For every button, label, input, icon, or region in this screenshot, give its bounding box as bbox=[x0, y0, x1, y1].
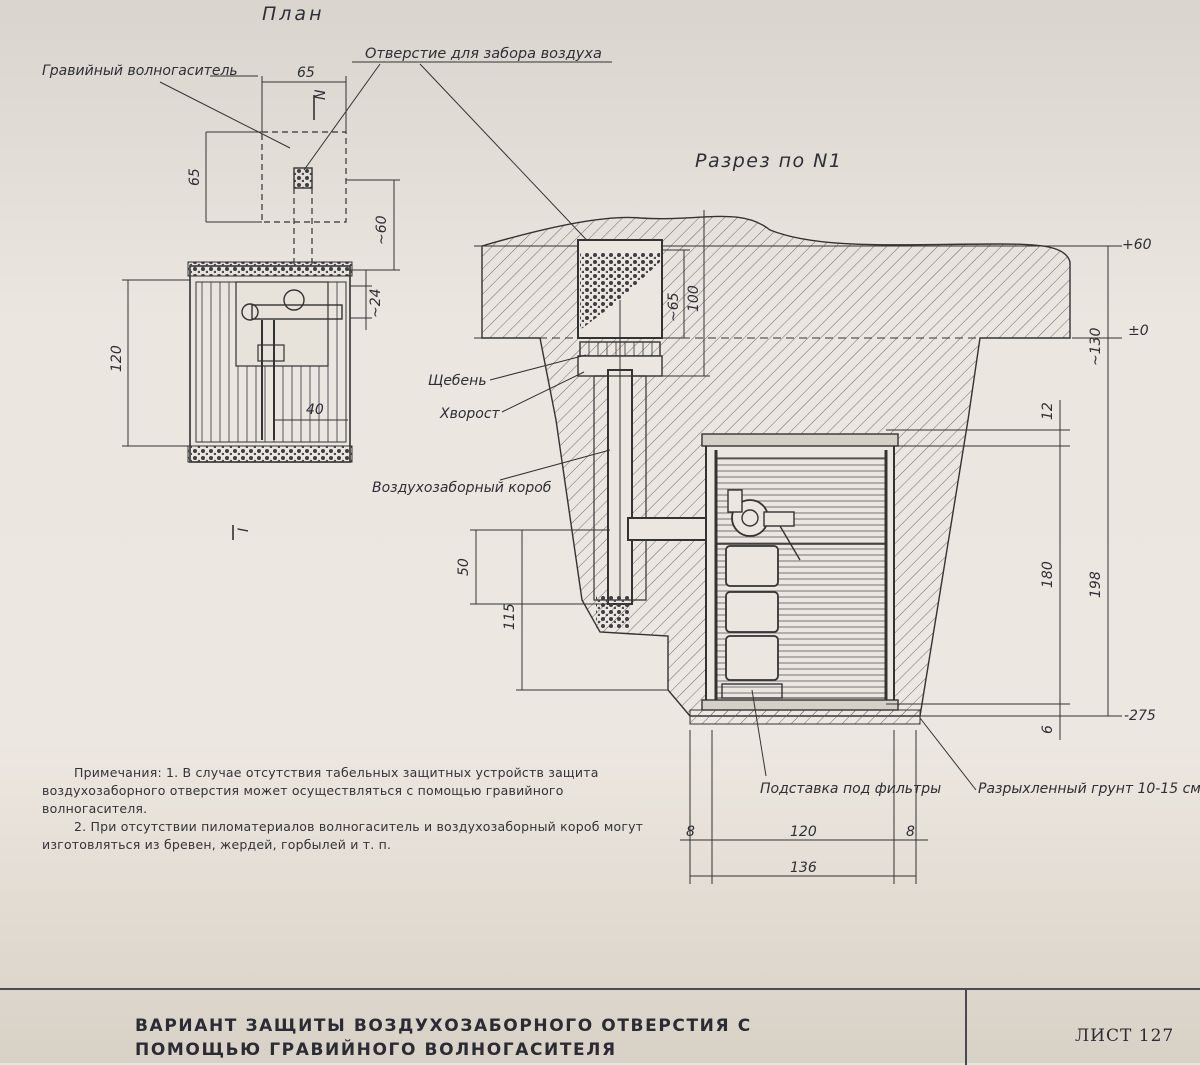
gravel-fill bbox=[580, 252, 660, 330]
air-intake-label: Отверстие для забора воздуха bbox=[365, 46, 602, 62]
dim-plan-side: 65 bbox=[187, 168, 203, 186]
dim-65-section: ~65 bbox=[666, 292, 682, 322]
dim-50: 50 bbox=[456, 558, 472, 576]
chamber-ceiling-beam bbox=[701, 433, 899, 447]
gravel-damper-leader bbox=[159, 81, 291, 149]
label-filter-stand: Подставка под фильтры bbox=[760, 781, 941, 797]
dim-6: 6 bbox=[1040, 725, 1056, 734]
dim-130: ~130 bbox=[1088, 327, 1104, 366]
level-zero: ±0 bbox=[1128, 323, 1149, 339]
duct-plan-horizontal bbox=[251, 304, 343, 320]
note-2: 2. При отсутствии пиломатериалов волнога… bbox=[42, 819, 644, 852]
level-top: +60 bbox=[1122, 237, 1152, 253]
dim-100: 100 bbox=[686, 285, 702, 312]
section-mark-N: N bbox=[313, 89, 329, 100]
level-bottom: -275 bbox=[1124, 708, 1156, 724]
leader-air-duct bbox=[499, 449, 611, 481]
air-intake-leader-section bbox=[419, 63, 599, 253]
intake-opening-plan bbox=[293, 167, 313, 189]
dim-136: 136 bbox=[790, 860, 817, 876]
dim-8-left: 8 bbox=[686, 824, 695, 840]
filter-2 bbox=[725, 591, 779, 633]
dim-120-bottom: 120 bbox=[790, 824, 817, 840]
label-loose-soil: Разрыхленный грунт 10-15 см bbox=[978, 781, 1200, 797]
dim-180: 180 bbox=[1040, 561, 1056, 588]
fan-handle bbox=[779, 525, 801, 561]
filter-stand bbox=[721, 683, 783, 699]
plan-title: План bbox=[262, 3, 325, 25]
note-1: Примечания: 1. В случае отсутствия табел… bbox=[42, 765, 599, 816]
fan-plan bbox=[283, 289, 305, 311]
dim-8-right: 8 bbox=[906, 824, 915, 840]
title-block-divider bbox=[965, 990, 967, 1065]
filter-1 bbox=[725, 545, 779, 587]
filter-3 bbox=[725, 635, 779, 681]
loose-soil-layer bbox=[689, 709, 921, 725]
log-row-bottom bbox=[187, 445, 353, 463]
fan-inlet bbox=[727, 489, 743, 513]
chamber-floor-beam bbox=[701, 699, 899, 711]
notes-block: Примечания: 1. В случае отсутствия табел… bbox=[42, 764, 662, 854]
dim-plan-pipe: ~60 bbox=[374, 215, 390, 245]
label-air-duct: Воздухозаборный короб bbox=[372, 480, 552, 496]
section-mark-I: I bbox=[236, 528, 252, 532]
filter-plan bbox=[241, 303, 259, 321]
label-crushed-stone: Щебень bbox=[428, 373, 487, 389]
air-intake-leader-plan bbox=[303, 63, 381, 171]
filter-plan-area bbox=[235, 281, 329, 367]
leader-filter-stand bbox=[751, 689, 767, 777]
fan-motor bbox=[763, 511, 795, 527]
title-block: ВАРИАНТ ЗАЩИТЫ ВОЗДУХОЗАБОРНОГО ОТВЕРСТИ… bbox=[0, 988, 1200, 1065]
leader-loose-soil bbox=[919, 717, 977, 791]
dim-12: 12 bbox=[1040, 402, 1056, 420]
air-intake-callout: Отверстие для забора воздуха bbox=[303, 46, 612, 253]
dim-115: 115 bbox=[502, 603, 518, 630]
log-row-top bbox=[187, 261, 353, 277]
sheet-number: ЛИСТ 127 bbox=[1075, 1026, 1175, 1046]
plan-fitting bbox=[257, 344, 285, 362]
label-brushwood: Хворост bbox=[439, 406, 501, 422]
duct-bottom-gravel bbox=[596, 596, 630, 628]
section-title: Разрез по N1 bbox=[695, 150, 842, 172]
leader-brushwood bbox=[501, 371, 585, 413]
dim-plan-top: 65 bbox=[297, 65, 315, 81]
dim-plan-inner: ~24 bbox=[368, 288, 384, 318]
dim-198: 198 bbox=[1088, 571, 1104, 598]
leader-crushed-stone bbox=[489, 354, 587, 381]
sheet-title: ВАРИАНТ ЗАЩИТЫ ВОЗДУХОЗАБОРНОГО ОТВЕРСТИ… bbox=[135, 1016, 752, 1060]
dim-plan-height: 120 bbox=[109, 345, 125, 372]
section-view: Разрез по N1 bbox=[372, 150, 1200, 884]
fan-hub bbox=[741, 509, 759, 527]
gravel-damper-label: Гравийный волногаситель bbox=[42, 63, 238, 79]
plan-view: План Гравийный волногаситель 65 N 65 ~60 bbox=[42, 3, 400, 540]
damper-plan-outline bbox=[261, 131, 347, 223]
dim-plan-width: 40 bbox=[306, 402, 324, 418]
